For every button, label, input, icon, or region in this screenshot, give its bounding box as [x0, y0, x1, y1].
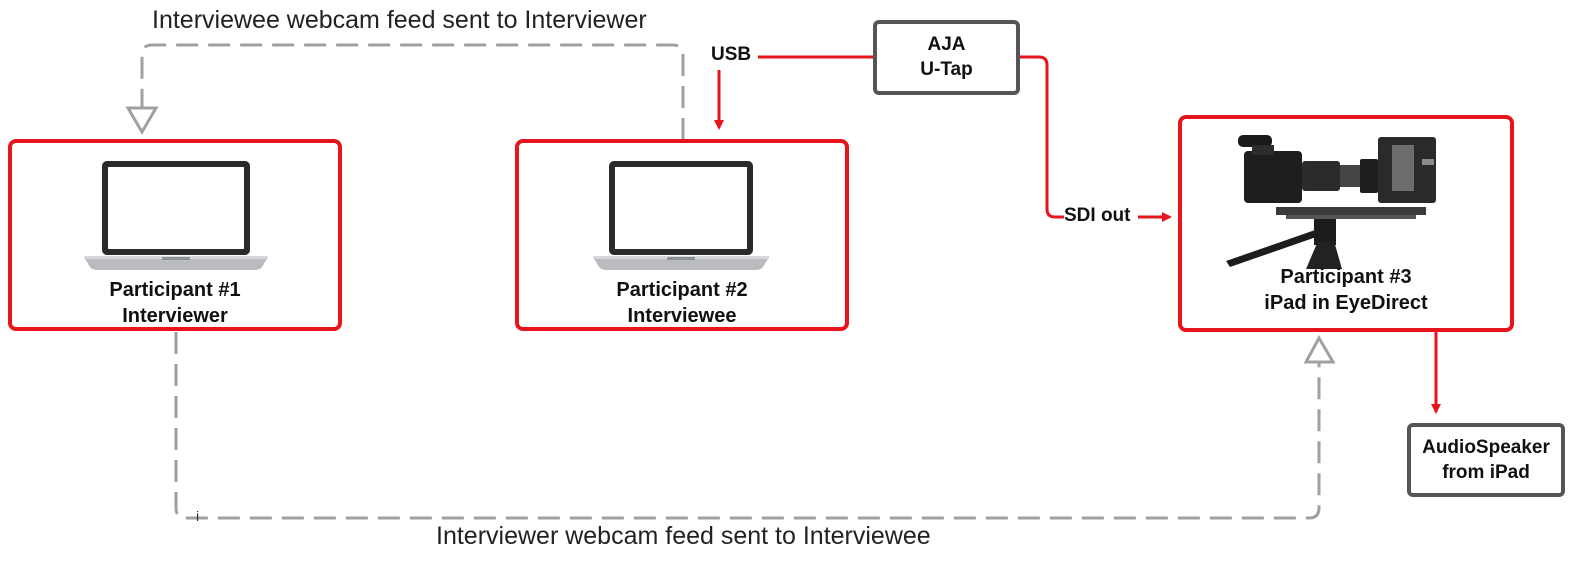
laptop-icon	[593, 161, 769, 270]
aja-u-tap-box: AJA U-Tap	[873, 20, 1020, 95]
bottom-caption: Interviewer webcam feed sent to Intervie…	[436, 522, 931, 550]
interviewee-feed-line	[140, 43, 685, 140]
stray-mark: i	[196, 508, 200, 524]
interviewer-feed-arrowhead	[1303, 334, 1336, 364]
sdi-out-label: SDI out	[1064, 205, 1131, 227]
speaker-subtitle: from iPad	[1442, 462, 1530, 483]
interviewer-feed-line	[174, 332, 1321, 520]
usb-label: USB	[711, 44, 752, 66]
participant-2-box: Participant #2 Interviewee	[515, 139, 849, 331]
camera-rig-icon	[1226, 135, 1436, 269]
audio-speaker-box: AudioSpeaker from iPad	[1407, 423, 1565, 497]
u-tap-label: U-Tap	[920, 59, 973, 80]
participant-2-title: Participant #2	[616, 279, 748, 301]
top-caption: Interviewee webcam feed sent to Intervie…	[152, 6, 647, 34]
laptop-icon	[84, 161, 268, 270]
sdi-connection-line	[1018, 55, 1064, 219]
participant-3-role: iPad in EyeDirect	[1264, 292, 1428, 314]
participant-1-title: Participant #1	[109, 279, 241, 301]
participant-3-box: Participant #3 iPad in EyeDirect	[1178, 115, 1514, 332]
participant-1-role: Interviewer	[122, 305, 228, 327]
participant-2-role: Interviewee	[627, 305, 737, 327]
speaker-title: AudioSpeaker	[1422, 437, 1550, 458]
aja-label: AJA	[927, 34, 966, 55]
participant-3-title: Participant #3	[1280, 266, 1412, 288]
participant-1-box: Participant #1 Interviewer	[8, 139, 342, 331]
interviewee-feed-arrowhead	[125, 106, 159, 135]
